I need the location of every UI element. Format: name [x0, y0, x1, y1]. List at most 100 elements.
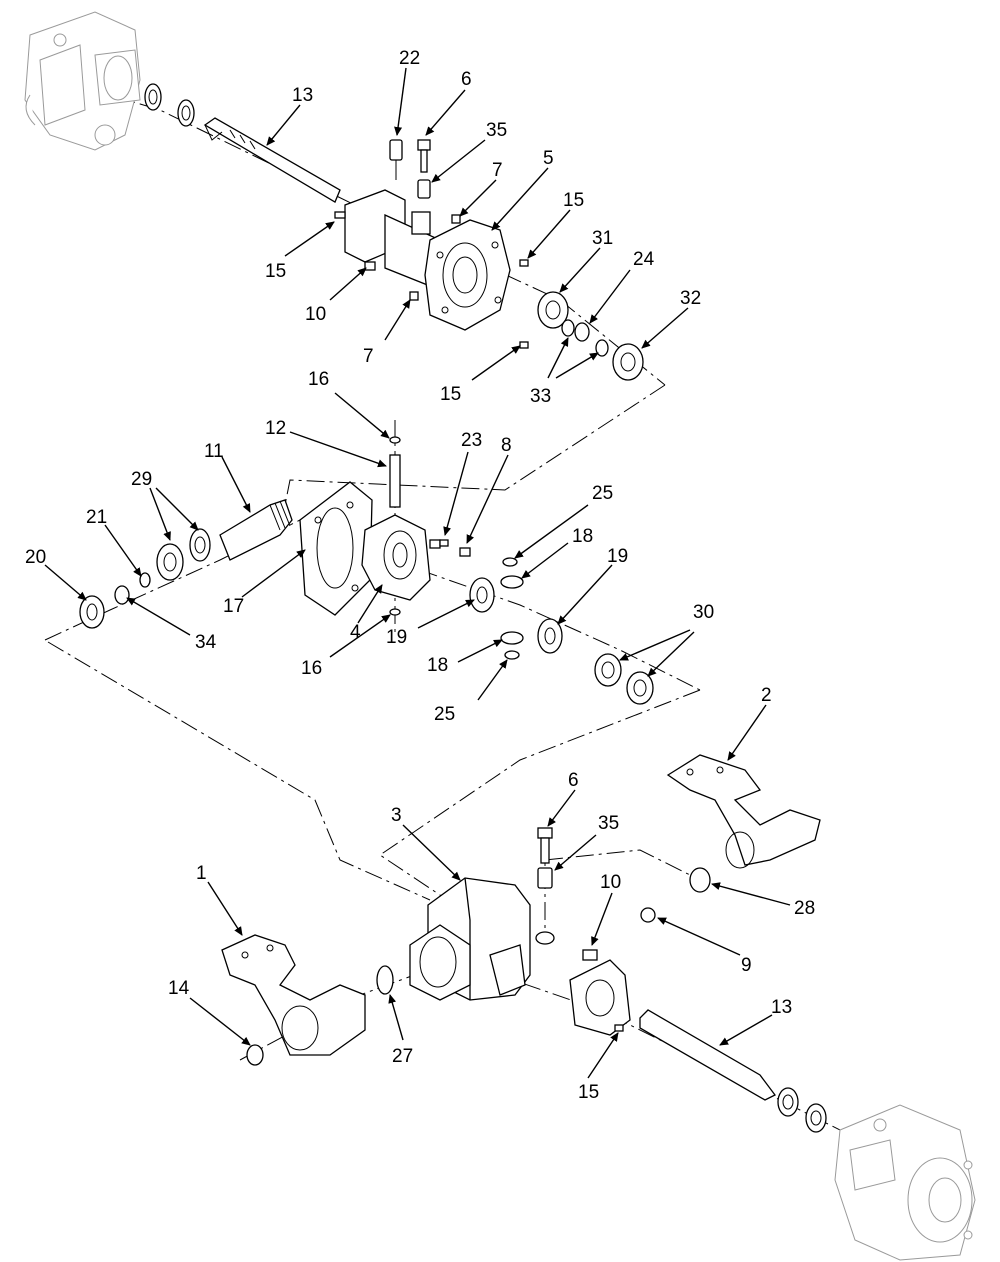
callout-25: 25 — [434, 704, 455, 725]
callout-6: 6 — [568, 770, 579, 791]
bearing-lower-1 — [777, 1087, 799, 1117]
leader-2 — [727, 704, 767, 761]
centerline-down-left — [47, 641, 431, 901]
callout-14: 14 — [168, 978, 190, 999]
leader-15b — [284, 221, 335, 257]
leader-7b — [384, 299, 411, 341]
leader-10b — [591, 892, 613, 946]
seal-20 — [79, 595, 105, 629]
callout-32: 32 — [680, 288, 701, 309]
leader-6a — [425, 89, 466, 136]
mounting-bracket-left — [221, 934, 366, 1056]
dowel-7-top — [451, 214, 461, 224]
callout-33: 33 — [530, 386, 551, 407]
leader-18a — [521, 542, 569, 579]
callout-12: 12 — [265, 418, 286, 439]
ring-gear-plate — [299, 481, 373, 616]
centerline-upper-axle — [109, 94, 666, 386]
callout-16: 16 — [301, 658, 322, 679]
ring-16-top — [389, 436, 401, 444]
housing-tube — [409, 924, 471, 1001]
leader-14 — [189, 997, 251, 1046]
leader-29b — [155, 487, 199, 531]
callout-18: 18 — [572, 526, 593, 547]
bushing-33-b — [595, 339, 609, 357]
callout-28: 28 — [794, 898, 815, 919]
bolt-8 — [459, 547, 471, 557]
leader-18b — [457, 639, 503, 663]
cross-pin-12 — [389, 454, 401, 508]
hub-assembly-upper-left — [24, 11, 141, 151]
centerline-lower-right — [544, 849, 691, 876]
leader-15c — [471, 345, 521, 381]
callout-9: 9 — [741, 955, 752, 976]
differential-group — [79, 436, 654, 705]
callout-3: 3 — [391, 805, 402, 826]
leader-31 — [559, 247, 601, 293]
leader-21 — [104, 524, 142, 577]
bearing-30-b — [626, 671, 654, 705]
leader-16a — [334, 392, 390, 439]
leader-19b — [557, 564, 613, 625]
upper-axle-group — [144, 83, 644, 381]
washer-24 — [574, 322, 590, 342]
leader-16b — [329, 614, 391, 658]
leader-28 — [711, 882, 791, 906]
leader-33a — [547, 337, 569, 379]
leader-9 — [657, 917, 741, 956]
pinion-gear-18-top — [500, 575, 524, 589]
leader-15a — [527, 209, 571, 259]
callout-22: 22 — [399, 48, 420, 69]
callout-15: 15 — [440, 384, 461, 405]
leader-13b — [719, 1014, 773, 1046]
washer-21 — [139, 572, 151, 588]
callout-10: 10 — [305, 304, 326, 325]
callout-10: 10 — [600, 872, 621, 893]
callout-19: 19 — [607, 546, 628, 567]
spacer-upper — [417, 179, 431, 199]
bearing-29-b — [156, 543, 184, 581]
axle-shaft-lower — [639, 1009, 776, 1101]
plug-10 — [364, 261, 376, 271]
centerline-upper-return — [284, 384, 666, 506]
callout-24: 24 — [633, 249, 655, 270]
callout-18: 18 — [427, 655, 448, 676]
lower-housing-group — [221, 754, 827, 1133]
washer-25-top — [502, 557, 518, 567]
leader-23 — [443, 451, 469, 536]
housing-flange-plate — [424, 219, 511, 331]
callout-34: 34 — [195, 632, 217, 653]
callout-13: 13 — [771, 997, 792, 1018]
callout-1: 1 — [196, 863, 207, 884]
callout-27: 27 — [392, 1046, 413, 1067]
callout-13: 13 — [292, 85, 313, 106]
leader-8 — [466, 454, 509, 544]
callout-11: 11 — [204, 441, 224, 462]
leader-35a — [431, 139, 486, 183]
leader-24 — [589, 269, 631, 324]
leader-17 — [241, 549, 306, 598]
callout-16: 16 — [308, 369, 329, 390]
mounting-bracket-right — [666, 754, 821, 866]
callout-7: 7 — [492, 160, 503, 181]
bearing-29-a — [189, 528, 211, 562]
leader-34 — [126, 597, 191, 636]
sensor-part — [389, 139, 403, 161]
bearing-lower-2 — [805, 1103, 827, 1133]
axle-shaft-upper — [203, 117, 341, 203]
bearing-31 — [537, 291, 569, 329]
leader-6b — [547, 789, 576, 827]
leader-11 — [221, 456, 251, 513]
leader-30a — [619, 629, 691, 661]
callout-23: 23 — [461, 430, 482, 451]
callout-labels: 22 6 13 35 5 7 15 31 24 32 15 10 7 15 33… — [25, 48, 815, 1103]
callout-21: 21 — [86, 507, 107, 528]
leader-25b — [477, 659, 508, 701]
callout-15: 15 — [578, 1082, 599, 1103]
spacer-lower — [537, 867, 553, 889]
bearing-upper-2 — [177, 99, 195, 127]
leader-13a — [266, 104, 301, 146]
callout-20: 20 — [25, 547, 46, 568]
centerline-pinion — [44, 519, 301, 641]
